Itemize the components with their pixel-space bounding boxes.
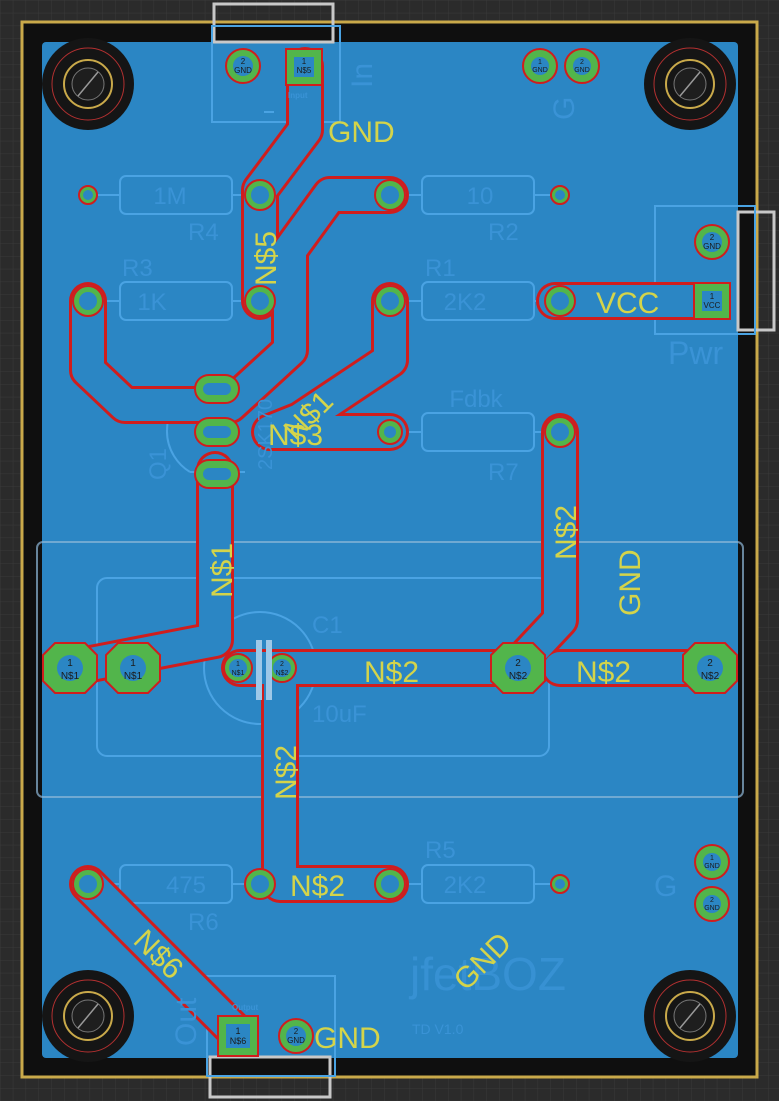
net-vcc: VCC <box>596 287 659 320</box>
q1-value: 2SK170 <box>255 399 277 470</box>
pad-num-in-gnd: 2 <box>241 57 246 66</box>
r7-value: Fdbk <box>449 386 503 413</box>
r5-value: 2K2 <box>444 872 487 899</box>
net-gnd-top: GND <box>328 116 395 149</box>
pad-net-c-s2: N$2 <box>276 670 289 677</box>
r5-name: R5 <box>425 837 456 864</box>
pad-num-c-left1: 1 <box>67 658 73 669</box>
cap-footprint-outer <box>36 541 744 798</box>
net-ns3: N$3 <box>268 419 323 452</box>
input-connector-outline <box>211 2 341 123</box>
pad-net-g1: GND <box>704 863 720 870</box>
pad-num-out-ns6: 1 <box>235 1026 240 1036</box>
r7-name: R7 <box>488 459 519 486</box>
pad-num-g1: 1 <box>710 855 714 862</box>
pad-num-in-ns5: 1 <box>302 57 307 66</box>
net-ns5: N$5 <box>250 231 283 286</box>
pad-num-out-gnd: 2 <box>294 1027 299 1036</box>
cap-pads <box>42 640 738 700</box>
resistor-silk <box>95 175 560 904</box>
pad-num-c-s1: 1 <box>236 661 240 668</box>
r2-name: R2 <box>488 219 519 246</box>
q1-name: Q1 <box>145 448 172 480</box>
out-label: Out <box>170 997 203 1046</box>
pad-net-c-left2: N$1 <box>124 671 143 682</box>
g-top-label: G <box>548 97 581 120</box>
net-ns2-right: N$2 <box>576 656 631 689</box>
mounting-hole-top-right <box>644 38 736 130</box>
mounting-hole-top-left <box>42 38 134 130</box>
pad-net-c-right1: N$2 <box>509 671 528 682</box>
pwr-connector-outline <box>654 205 776 335</box>
r2-value: 10 <box>467 183 494 210</box>
g-bottom-label: G <box>654 870 677 903</box>
c1-value: 10uF <box>312 701 367 728</box>
r1-value: 2K2 <box>444 289 487 316</box>
input-text: Input <box>288 91 308 100</box>
c1-name: C1 <box>312 612 343 639</box>
pad-num-c-right1: 2 <box>515 658 521 669</box>
pad-net-c-s1: N$1 <box>232 670 245 677</box>
net-ns2-vert-left: N$2 <box>270 745 303 800</box>
net-ns1-vert: N$1 <box>206 543 239 598</box>
pad-num-top-gnd1: 1 <box>538 59 542 66</box>
connector-pads <box>217 48 731 1057</box>
pad-net-pwr-gnd: GND <box>703 242 721 251</box>
pad-net-in-gnd: GND <box>234 66 252 75</box>
pad-num-pwr-gnd: 2 <box>710 233 715 242</box>
pad-net-pwr-vcc: VCC <box>704 301 721 310</box>
pad-net-top-gnd2: GND <box>574 67 590 74</box>
pad-net-top-gnd1: GND <box>532 67 548 74</box>
pad-num-g2: 2 <box>710 897 714 904</box>
r3-value: 1K <box>137 289 166 316</box>
net-gnd-bottom: GND <box>314 1022 381 1055</box>
pad-net-in-ns5: N$5 <box>297 66 312 75</box>
net-ns2-bottom: N$2 <box>290 870 345 903</box>
jfet-pads <box>194 374 240 489</box>
in-label: In <box>346 63 379 88</box>
brand-title: jfetBOZ <box>408 948 566 1000</box>
net-ns2-mid: N$2 <box>364 656 419 689</box>
brand-version: TD V1.0 <box>412 1021 464 1037</box>
pad-net-c-right2: N$2 <box>701 671 720 682</box>
r4-name: R4 <box>188 219 219 246</box>
r4-value: 1M <box>153 183 186 210</box>
pad-net-g2: GND <box>704 905 720 912</box>
r3-name: R3 <box>122 255 153 282</box>
pad-num-c-left2: 1 <box>130 658 136 669</box>
r1-name: R1 <box>425 255 456 282</box>
pad-num-pwr-vcc: 1 <box>710 292 715 301</box>
mounting-hole-bottom-left <box>42 970 134 1062</box>
net-ns2-vert-right: N$2 <box>550 505 583 560</box>
traces <box>51 47 731 1051</box>
resistor-pads <box>72 179 576 900</box>
mounting-hole-bottom-right <box>644 970 736 1062</box>
net-gnd-right: GND <box>614 549 647 616</box>
r6-name: R6 <box>188 909 219 936</box>
pad-num-c-right2: 2 <box>707 658 713 669</box>
pad-net-out-gnd: GND <box>287 1036 305 1045</box>
pad-net-out-ns6: N$6 <box>230 1036 247 1046</box>
pad-num-c-s2: 2 <box>280 661 284 668</box>
pwr-label: Pwr <box>668 335 723 371</box>
pad-num-top-gnd2: 2 <box>580 59 584 66</box>
pad-net-c-left1: N$1 <box>61 671 80 682</box>
r6-value: 475 <box>166 872 206 899</box>
output-text: Output <box>232 1003 259 1012</box>
